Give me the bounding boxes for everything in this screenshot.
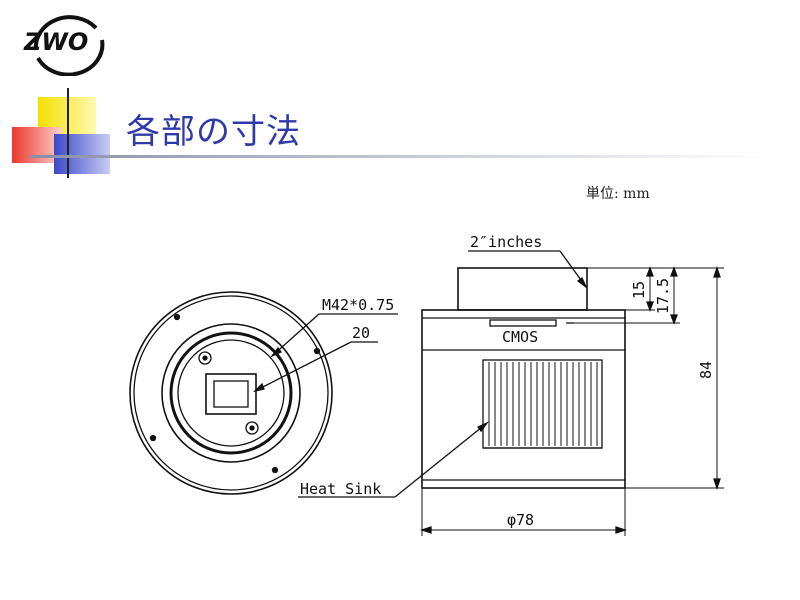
aperture-leader bbox=[254, 341, 352, 392]
mount-hole-top bbox=[173, 313, 181, 321]
outer-ring bbox=[129, 291, 333, 495]
thread-label: M42*0.75 bbox=[322, 296, 394, 314]
outer-ring-inner bbox=[133, 295, 329, 491]
cmos-sensor bbox=[489, 319, 557, 327]
mount-hole-bottom bbox=[271, 466, 279, 474]
title-underline bbox=[30, 155, 770, 158]
diameter-label: φ78 bbox=[507, 511, 534, 529]
heat-sink-outline bbox=[482, 359, 603, 449]
dim-15-label: 15 bbox=[630, 281, 648, 299]
sensor-window-inner bbox=[213, 380, 249, 408]
front-view bbox=[129, 291, 398, 495]
inches-arrowhead bbox=[576, 276, 588, 290]
heat-sink-fins bbox=[488, 362, 598, 446]
side-view bbox=[298, 250, 724, 536]
inner-ring bbox=[177, 339, 285, 447]
aperture-label: 20 bbox=[352, 324, 370, 342]
cmos-label: CMOS bbox=[502, 328, 538, 346]
screw-hole-2 bbox=[245, 421, 259, 435]
dim-17-5-label: 17.5 bbox=[654, 278, 672, 314]
heat-sink-label: Heat Sink bbox=[300, 480, 381, 498]
mount-hole-right bbox=[313, 347, 321, 355]
aperture-arrowhead bbox=[252, 382, 265, 393]
unit-label: 単位: mm bbox=[586, 186, 650, 202]
page-title: 各部の寸法 bbox=[126, 112, 301, 152]
front-face bbox=[161, 323, 301, 463]
sensor-window-outer bbox=[205, 373, 257, 415]
zwo-logo-icon: ZWO bbox=[23, 15, 105, 76]
screw-hole-1-center bbox=[202, 355, 208, 361]
camera-body bbox=[421, 309, 626, 489]
blue-block bbox=[54, 134, 110, 174]
thread-arrowhead bbox=[269, 346, 283, 358]
thread-leader bbox=[271, 313, 320, 357]
mount-hole-left bbox=[149, 434, 157, 442]
heat-sink-leader bbox=[394, 422, 488, 498]
inches-label: 2″inches bbox=[470, 233, 542, 251]
screw-hole-1 bbox=[198, 351, 212, 365]
thread-ring bbox=[169, 331, 293, 455]
screw-hole-2-center bbox=[249, 425, 255, 431]
heat-sink-arrowhead bbox=[476, 421, 490, 433]
logo-text: ZWO bbox=[23, 28, 88, 56]
nose-piece bbox=[457, 267, 588, 311]
dim-84-label: 84 bbox=[697, 361, 715, 379]
